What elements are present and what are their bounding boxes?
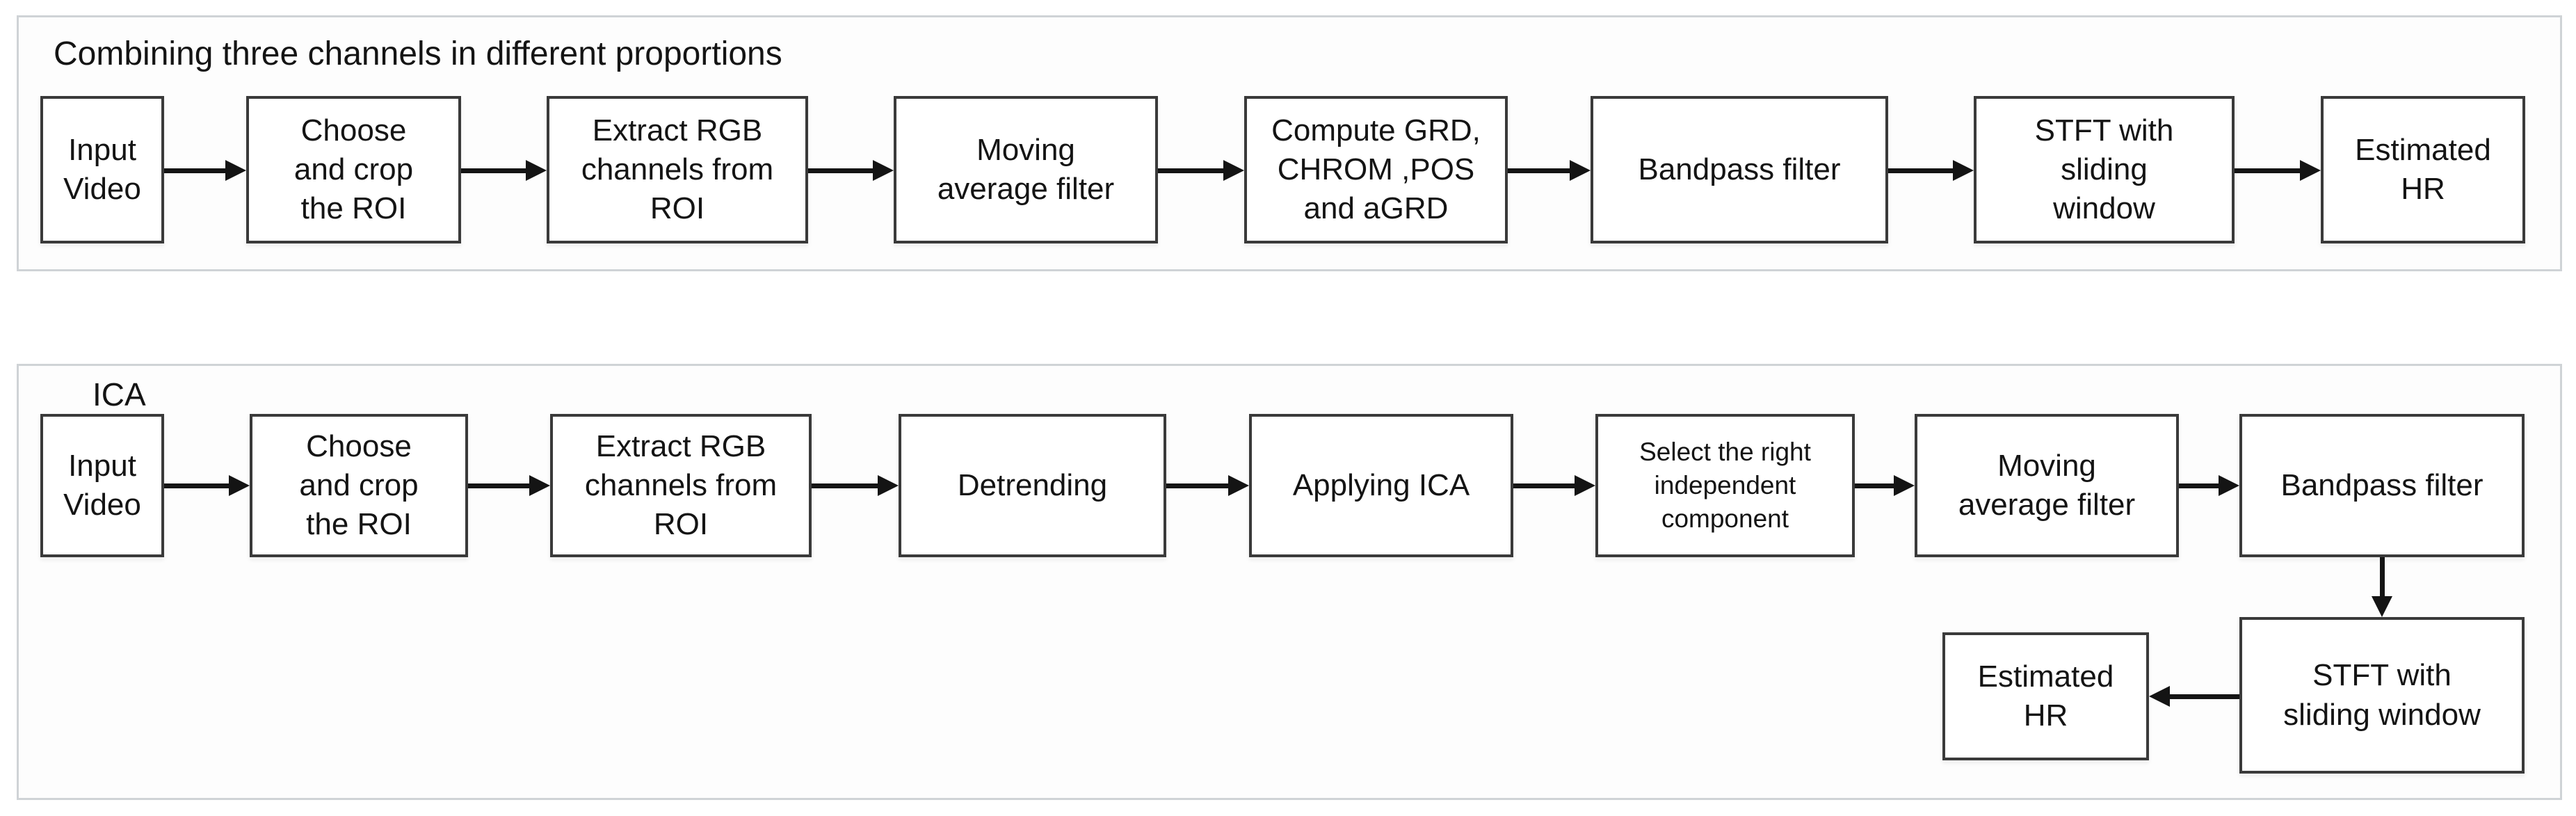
node-label: Moving average filter bbox=[937, 132, 1115, 206]
node-label: Bandpass filter bbox=[1638, 152, 1841, 186]
node-compute-grd-chrom-pos-agrd: Compute GRD, CHROM ,POS and aGRD bbox=[1244, 96, 1508, 243]
node-label: Choose and crop the ROI bbox=[299, 429, 419, 542]
connector-arrow-right bbox=[1855, 475, 1915, 496]
node-label: Applying ICA bbox=[1292, 467, 1470, 502]
connector-arrow-right bbox=[2235, 160, 2321, 181]
node-label: Input Video bbox=[63, 448, 141, 522]
node-stft-sliding-window: STFT with sliding window bbox=[1974, 96, 2235, 243]
node-choose-crop-roi: Choose and crop the ROI bbox=[246, 96, 461, 243]
connector-arrow-right bbox=[461, 160, 547, 181]
connector-arrow-down bbox=[2372, 557, 2392, 617]
connector-arrow-right bbox=[164, 475, 250, 496]
node-label: STFT with sliding window bbox=[2283, 658, 2481, 732]
connector-arrow-right bbox=[1888, 160, 1974, 181]
node-label: Compute GRD, CHROM ,POS and aGRD bbox=[1271, 113, 1481, 226]
node-extract-rgb-channels: Extract RGB channels from ROI bbox=[550, 414, 812, 557]
node-bandpass-filter: Bandpass filter bbox=[1591, 96, 1888, 243]
node-label: Bandpass filter bbox=[2280, 467, 2484, 502]
node-label: Select the right independent component bbox=[1639, 437, 1811, 534]
node-applying-ica: Applying ICA bbox=[1249, 414, 1513, 557]
flowchart-title-ica: ICA bbox=[92, 376, 146, 413]
node-label: Choose and crop the ROI bbox=[293, 113, 414, 226]
node-label: Detrending bbox=[957, 467, 1108, 502]
panel-ica: ICA Input Video Choose and crop the ROI … bbox=[17, 364, 2562, 800]
node-moving-average-filter: Moving average filter bbox=[1915, 414, 2179, 557]
node-extract-rgb-channels: Extract RGB channels from ROI bbox=[547, 96, 808, 243]
connector-arrow-right bbox=[468, 475, 550, 496]
panel-combined-channels: Combining three channels in different pr… bbox=[17, 15, 2562, 271]
connector-arrow-right bbox=[1166, 475, 1249, 496]
node-choose-crop-roi: Choose and crop the ROI bbox=[250, 414, 468, 557]
node-estimated-hr: Estimated HR bbox=[1942, 632, 2149, 760]
node-bandpass-filter: Bandpass filter bbox=[2239, 414, 2525, 557]
connector-arrow-right bbox=[812, 475, 899, 496]
node-moving-average-filter: Moving average filter bbox=[894, 96, 1158, 243]
node-estimated-hr: Estimated HR bbox=[2321, 96, 2525, 243]
node-label: Extract RGB channels from ROI bbox=[584, 429, 778, 542]
node-stft-sliding-window: STFT with sliding window bbox=[2239, 617, 2525, 774]
connector-arrow-right bbox=[2179, 475, 2239, 496]
node-label: Estimated HR bbox=[1977, 659, 2114, 733]
connector-arrow-right bbox=[1508, 160, 1591, 181]
node-label: Input Video bbox=[63, 132, 141, 206]
flowchart-title-combined-channels: Combining three channels in different pr… bbox=[54, 35, 782, 72]
connector-arrow-right bbox=[164, 160, 246, 181]
connector-arrow-right bbox=[808, 160, 894, 181]
node-input-video: Input Video bbox=[40, 414, 164, 557]
connector-arrow-right bbox=[1513, 475, 1595, 496]
node-label: Moving average filter bbox=[1958, 448, 2136, 522]
connector-arrow-right bbox=[1158, 160, 1244, 181]
node-label: Estimated HR bbox=[2355, 132, 2491, 206]
node-detrending: Detrending bbox=[899, 414, 1166, 557]
node-select-independent-component: Select the right independent component bbox=[1595, 414, 1855, 557]
node-label: STFT with sliding window bbox=[2034, 113, 2174, 226]
connector-arrow-left bbox=[2149, 686, 2239, 707]
node-input-video: Input Video bbox=[40, 96, 164, 243]
node-label: Extract RGB channels from ROI bbox=[581, 113, 774, 226]
